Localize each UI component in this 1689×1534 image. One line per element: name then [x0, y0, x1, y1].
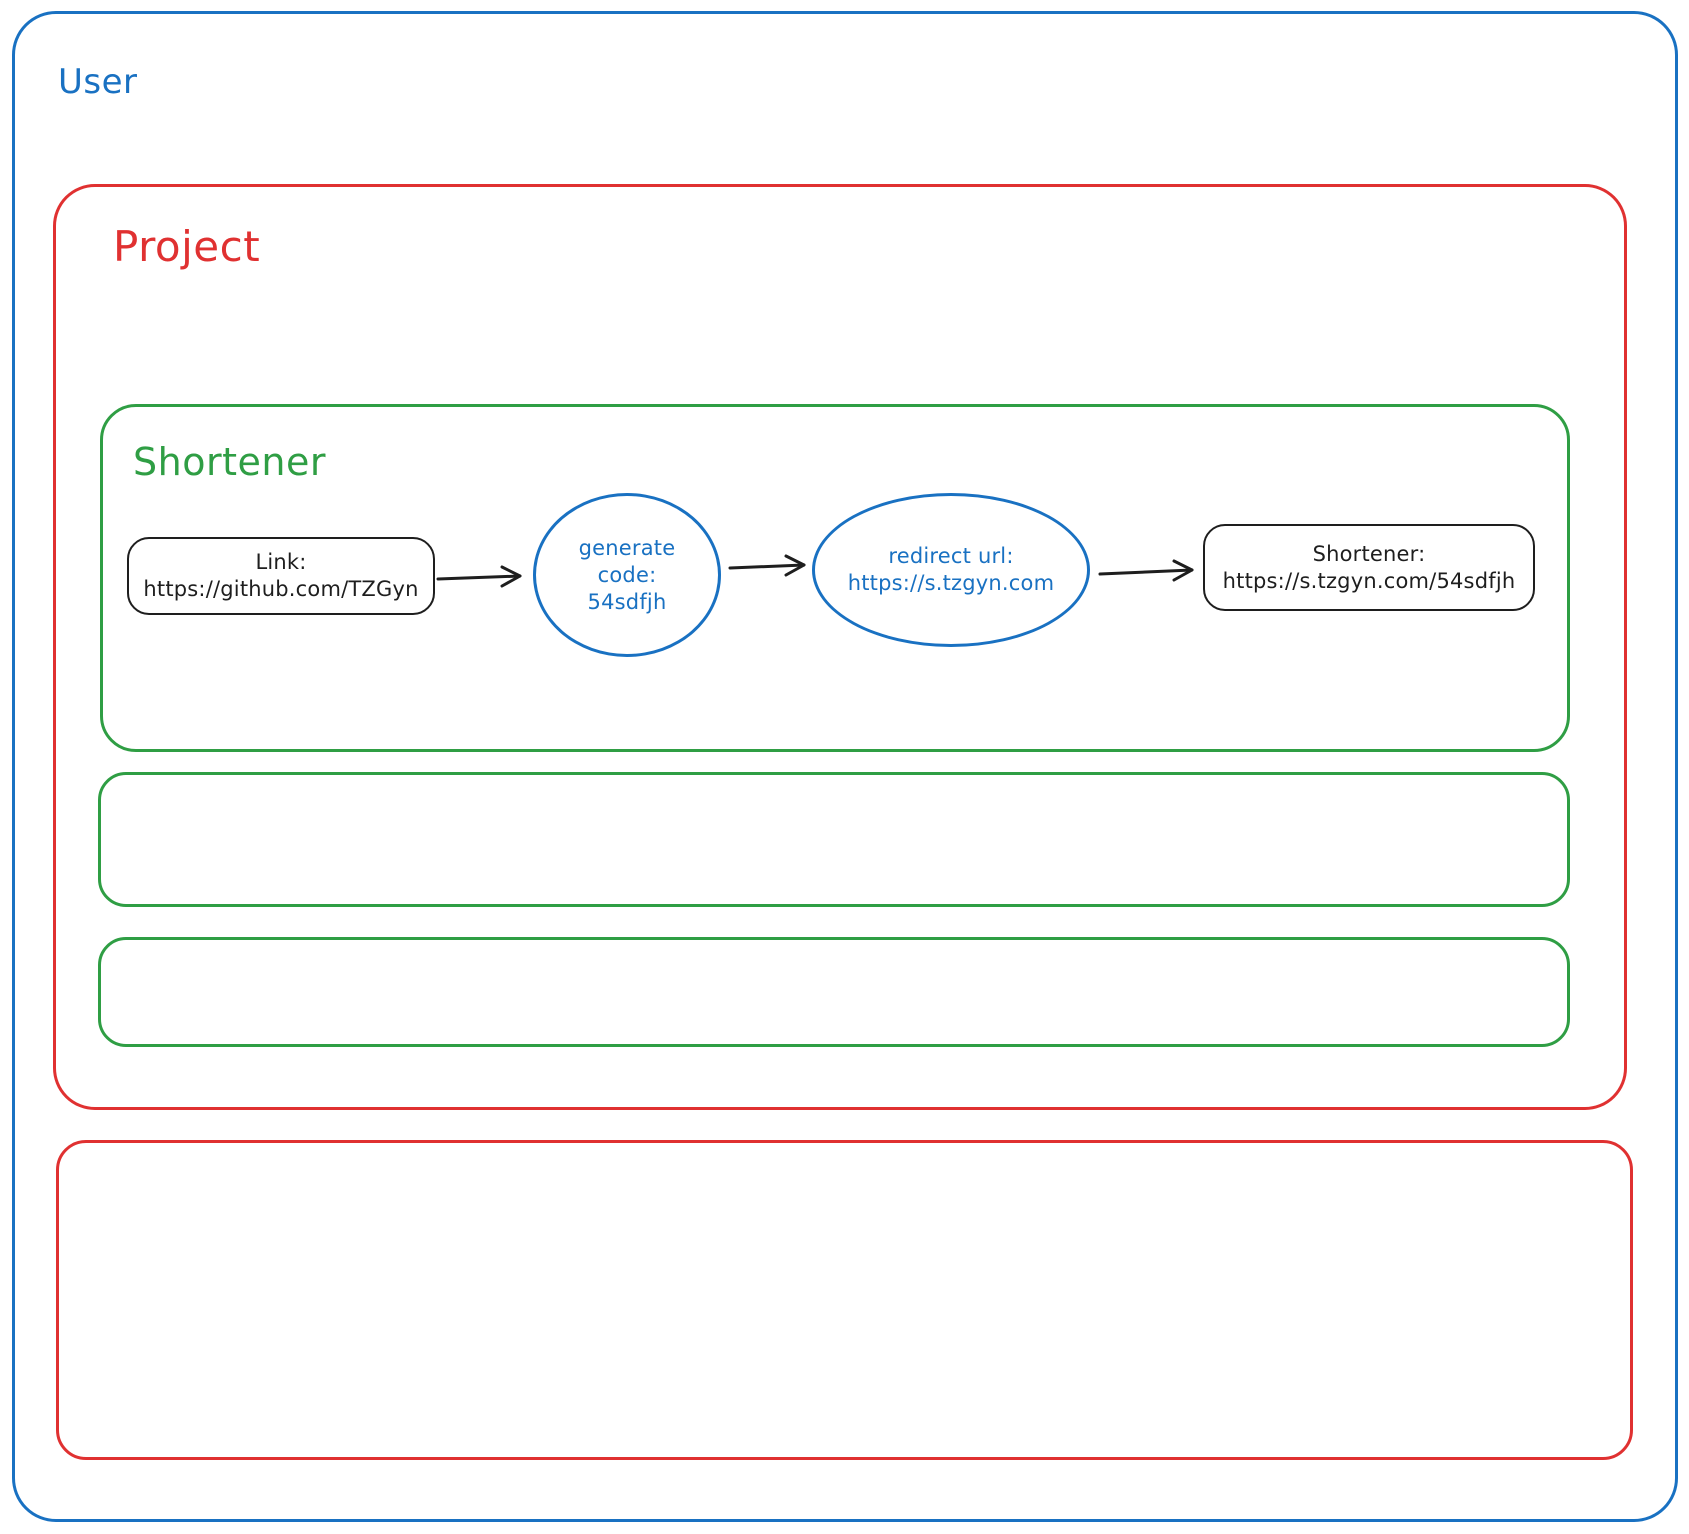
shortener-result-url: https://s.tzgyn.com/54sdfjh	[1222, 568, 1516, 593]
project-empty-box-2	[98, 937, 1570, 1047]
redirect-url-node: redirect url: https://s.tzgyn.com	[812, 493, 1090, 647]
shortener-frame-label: Shortener	[133, 440, 326, 484]
user-frame-label: User	[58, 62, 138, 102]
redirect-url-line1: redirect url:	[888, 544, 1014, 568]
shortener-frame	[100, 404, 1570, 752]
generate-code-node: generate code: 54sdfjh	[533, 493, 721, 657]
link-node-title: Link:	[255, 550, 307, 574]
arrow-link-to-generate	[436, 565, 522, 588]
link-node-url: https://github.com/TZGyn	[143, 577, 419, 601]
user-empty-box	[56, 1140, 1633, 1460]
shortener-result-node: Shortener: https://s.tzgyn.com/54sdfjh	[1203, 524, 1535, 611]
generate-code-line1: generate	[578, 535, 676, 560]
project-frame	[53, 184, 1627, 1110]
arrow-redirect-to-result	[1098, 559, 1194, 582]
generate-code-line3: 54sdfjh	[587, 589, 667, 614]
shortener-result-title: Shortener:	[1312, 541, 1426, 566]
redirect-url-line2: https://s.tzgyn.com	[847, 571, 1055, 595]
arrow-generate-to-redirect	[728, 554, 806, 577]
generate-code-line2: code:	[597, 562, 657, 587]
user-frame	[12, 11, 1678, 1522]
project-empty-box-1	[98, 772, 1570, 907]
project-frame-label: Project	[113, 222, 261, 271]
link-node: Link: https://github.com/TZGyn	[127, 537, 435, 615]
